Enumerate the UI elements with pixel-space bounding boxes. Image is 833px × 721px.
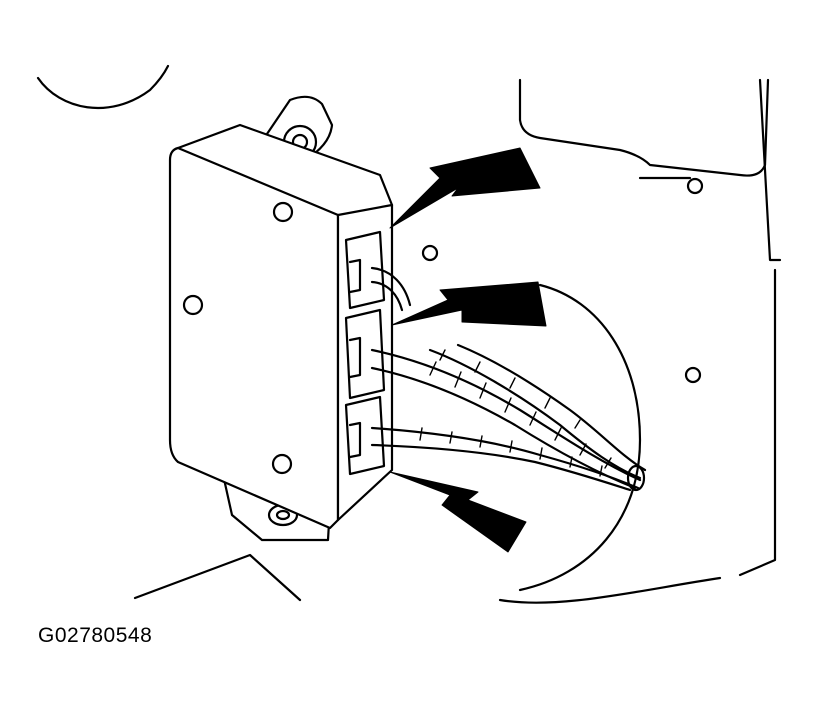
- connector-stack: [344, 230, 386, 476]
- arrow-middle: [391, 281, 547, 327]
- arrow-top: [389, 147, 541, 229]
- connector-bottom: [344, 395, 386, 476]
- connector-middle: [344, 308, 386, 400]
- arrows: [389, 147, 547, 553]
- figure-code: G02780548: [38, 624, 153, 647]
- background-panel: [36, 64, 782, 604]
- screw-hole-left: [182, 294, 204, 316]
- screw-hole-bottom: [271, 453, 293, 475]
- connector-top: [344, 230, 386, 310]
- screw-hole-top: [272, 201, 294, 223]
- arrow-bottom: [389, 471, 527, 553]
- control-module: [168, 123, 394, 530]
- wire-harness: [370, 266, 647, 492]
